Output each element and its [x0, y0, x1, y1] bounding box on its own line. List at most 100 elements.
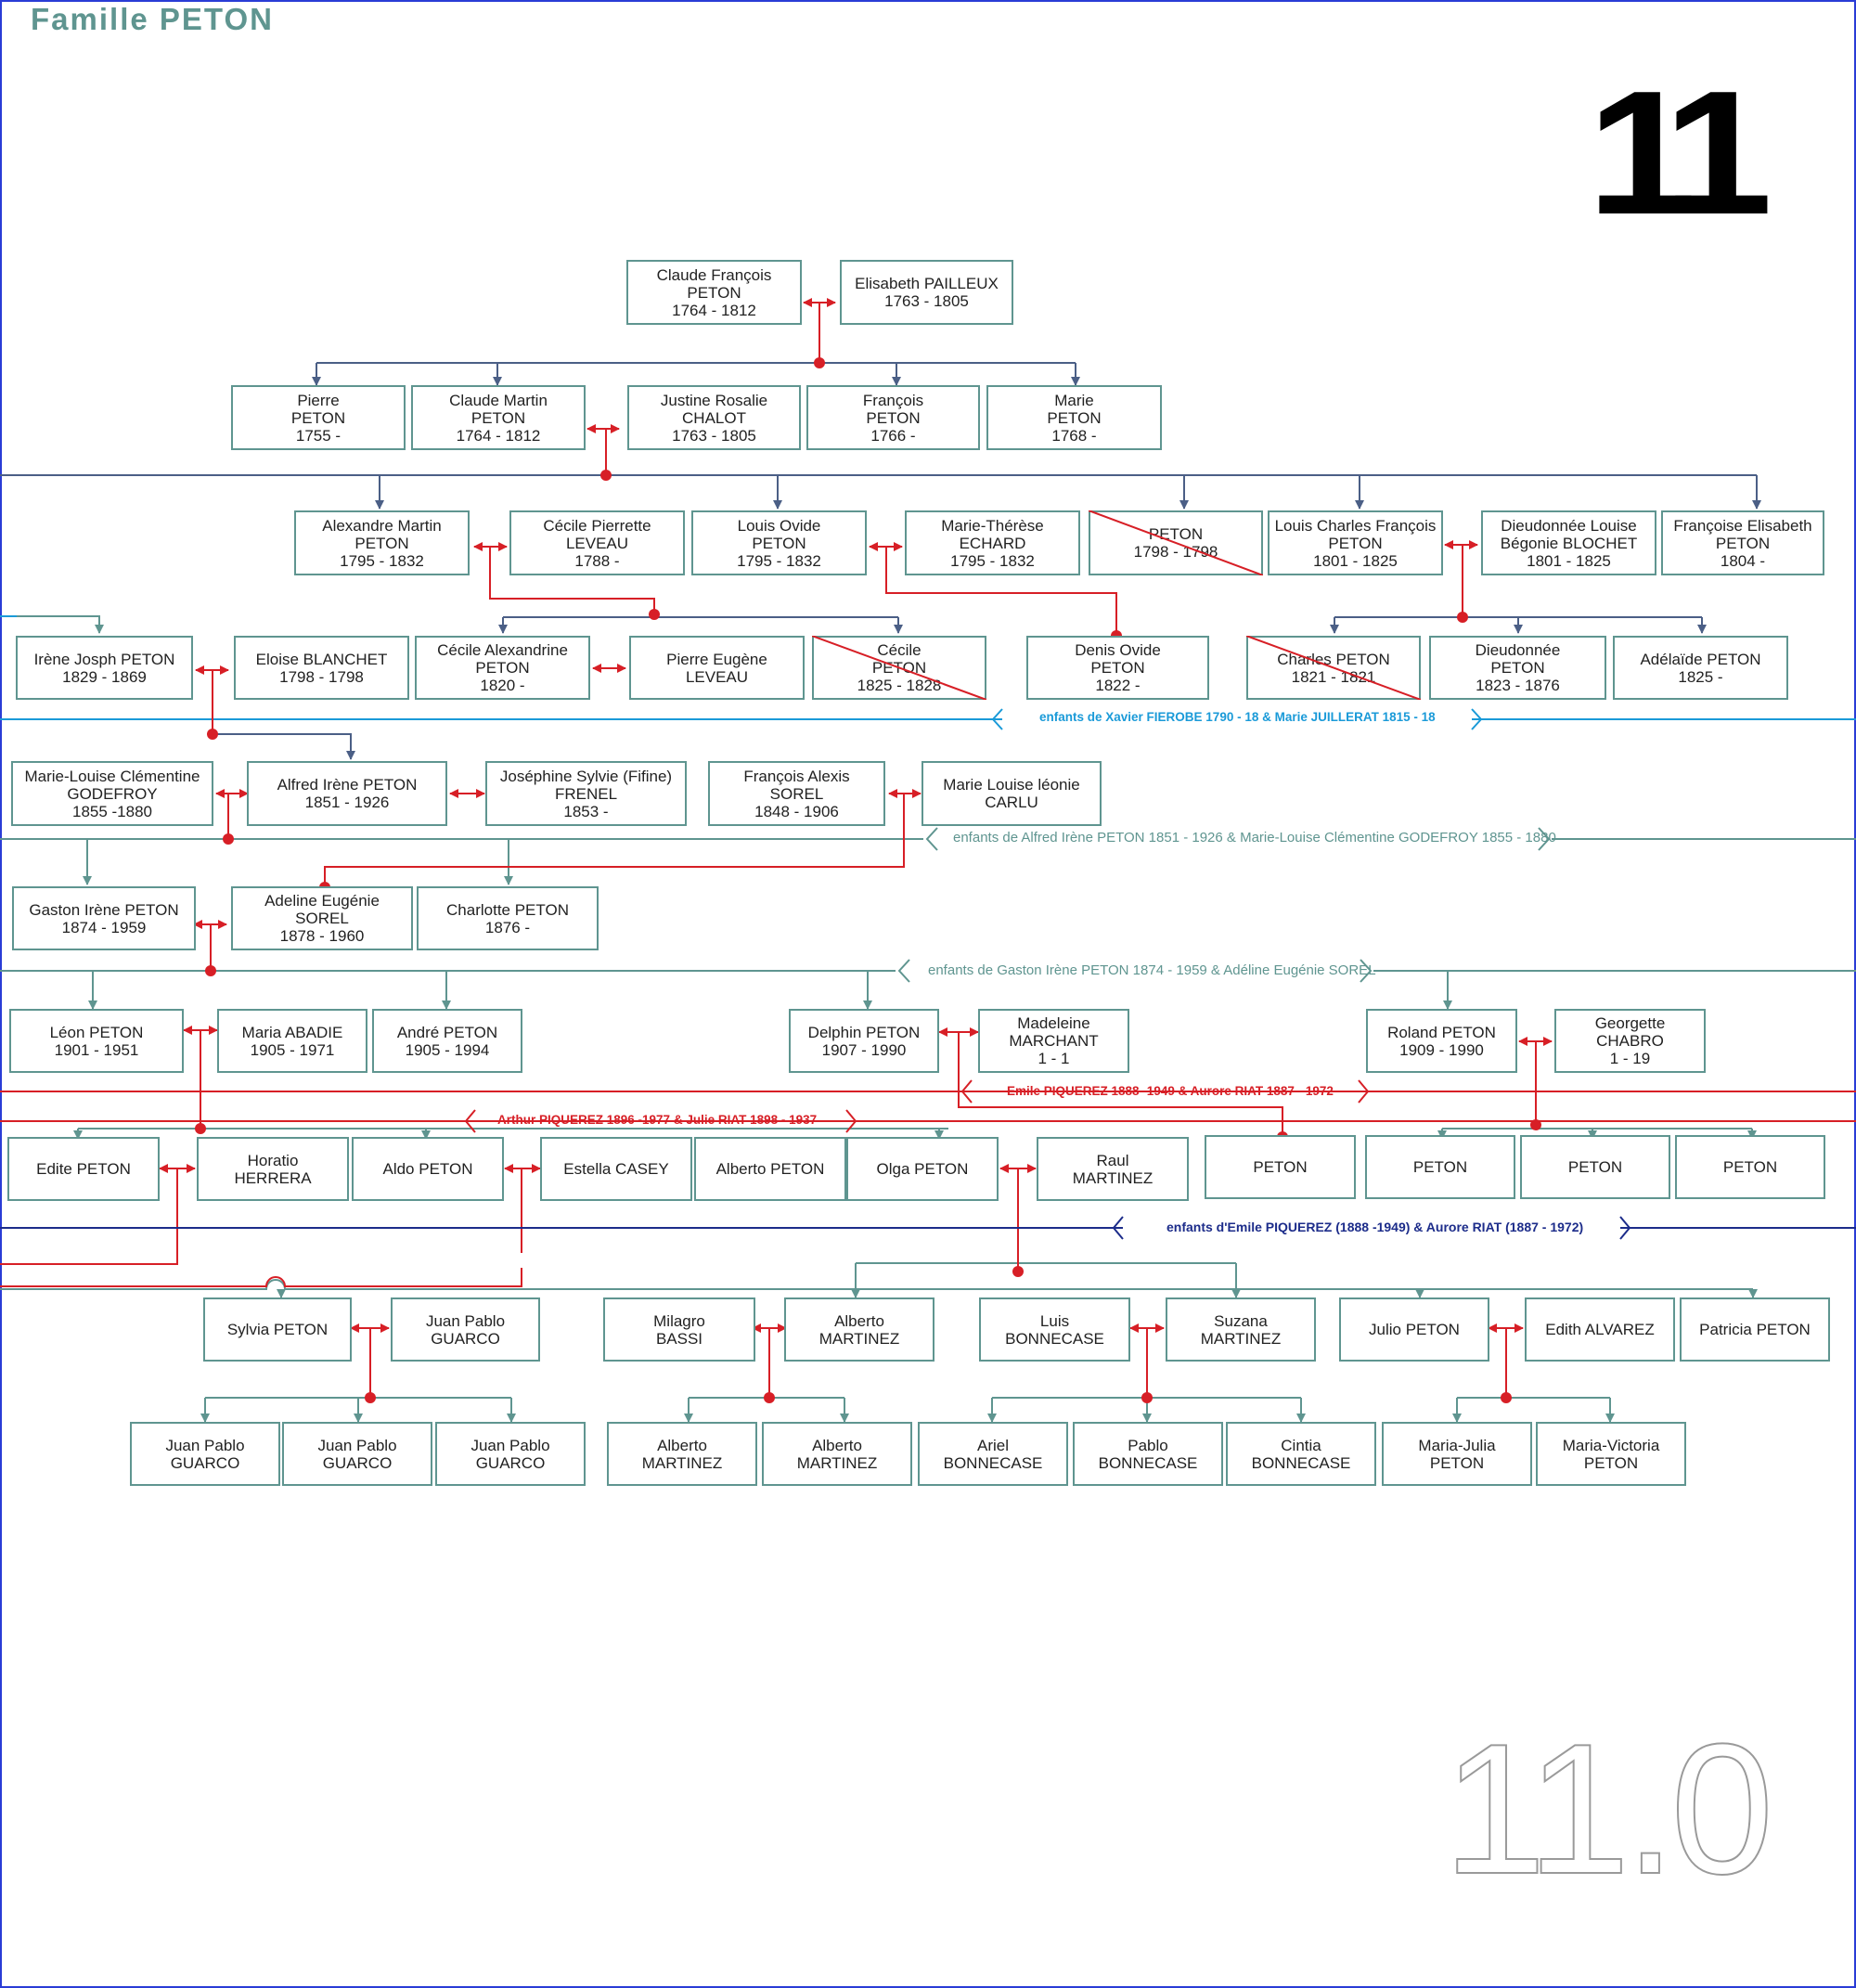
person-text-line: BONNECASE	[943, 1453, 1043, 1472]
person-text-line: Juan Pablo	[425, 1311, 506, 1330]
person-text-line: 1851 - 1926	[304, 794, 390, 811]
person-text-line: PETON	[1583, 1453, 1639, 1472]
person-text-line: Irène Josph PETON	[33, 650, 175, 668]
person-text-line: FRENEL	[554, 784, 618, 803]
person-text-line: Joséphine Sylvie (Fifine)	[499, 767, 673, 785]
person-text-line: LEVEAU	[565, 534, 629, 552]
person-text-line: Adeline Eugénie	[264, 892, 380, 910]
person-box: Julio PETON	[1339, 1297, 1489, 1362]
person-box: Sylvia PETON	[203, 1297, 352, 1362]
person-text-line: PETON	[1090, 659, 1145, 677]
person-box: Estella CASEY	[540, 1137, 692, 1201]
person-text-line: MARTINEZ	[818, 1329, 900, 1348]
person-text-line: Eloise BLANCHET	[255, 650, 388, 668]
person-text-line: MARTINEZ	[796, 1453, 878, 1472]
person-text-line: 1795 - 1832	[340, 551, 424, 570]
person-text-line: Marie Louise léonie	[943, 776, 1080, 794]
person-text-line: Maria-Victoria	[1562, 1436, 1660, 1454]
person-text-line: 1853 -	[563, 802, 609, 820]
person-text-line: PETON	[687, 283, 741, 302]
person-text-line: BONNECASE	[1251, 1453, 1351, 1472]
person-box: PETON	[1205, 1135, 1356, 1199]
person-text-line: Georgette	[1594, 1014, 1666, 1032]
person-text-line: MARTINEZ	[1072, 1168, 1154, 1187]
person-text-line: Marie-Thérèse	[941, 516, 1044, 535]
person-text-line: Louis Ovide	[737, 516, 821, 535]
person-text-line: Alberto	[657, 1436, 707, 1454]
person-text-line: GUARCO	[322, 1453, 393, 1472]
person-text-line: 1848 - 1906	[754, 802, 839, 820]
person-text-line: GUARCO	[431, 1329, 500, 1348]
person-box: Alberto PETON	[694, 1137, 846, 1201]
person-text-line: Estella CASEY	[563, 1160, 669, 1178]
person-text-line: Cécile Alexandrine	[437, 641, 568, 659]
person-text-line: 1763 - 1805	[672, 426, 756, 445]
person-text-line: Charlotte PETON	[446, 900, 569, 919]
person-text-line: Bégonie BLOCHET	[1500, 534, 1638, 552]
person-text-line: 1763 - 1805	[884, 292, 969, 310]
person-text-line: SOREL	[295, 910, 349, 927]
person-box: PETON	[1675, 1135, 1825, 1199]
person-text-line: Elisabeth PAILLEUX	[855, 275, 999, 292]
page-title: Famille PETON	[31, 2, 274, 36]
person-text-line: PETON	[866, 408, 921, 427]
person-text-line: GUARCO	[170, 1453, 240, 1472]
person-text-line: Delphin PETON	[807, 1023, 921, 1041]
person-text-line: BASSI	[655, 1329, 703, 1348]
person-text-line: Pierre	[297, 391, 340, 409]
person-text-line: Cécile Pierrette	[543, 516, 651, 535]
person-text-line: Denis Ovide	[1075, 641, 1161, 659]
person-text-line: Alberto PETON	[715, 1160, 825, 1178]
person-text-line: Françoise Elisabeth	[1673, 516, 1812, 535]
person-text-line: 1874 - 1959	[61, 918, 147, 936]
person-text-line: Madeleine	[1017, 1014, 1090, 1032]
deceased-strike-mark	[812, 636, 986, 700]
person-text-line: Roland PETON	[1387, 1023, 1496, 1041]
person-text-line: 1822 -	[1095, 677, 1141, 694]
person-text-line: 1901 - 1951	[54, 1040, 139, 1059]
person-text-line: François Alexis	[743, 767, 850, 785]
person-text-line: MARCHANT	[1009, 1032, 1099, 1050]
person-text-line: PETON	[1715, 534, 1771, 552]
person-text-line: 1766 -	[870, 426, 916, 445]
person-text-line: CARLU	[985, 794, 1038, 811]
person-text-line: PETON	[752, 534, 806, 552]
person-text-line: Juan Pablo	[165, 1436, 245, 1454]
person-text-line: François	[862, 391, 924, 409]
person-text-line: 1764 - 1812	[672, 301, 756, 319]
person-text-line: Maria-Julia	[1418, 1436, 1496, 1454]
person-text-line: PETON	[1490, 659, 1545, 677]
deceased-strike-mark	[1089, 510, 1263, 575]
person-text-line: Maria ABADIE	[241, 1023, 343, 1041]
person-text-line: MARTINEZ	[641, 1453, 723, 1472]
family-label: enfants d'Emile PIQUEREZ (1888 -1949) & …	[1166, 1220, 1584, 1234]
person-text-line: PETON	[354, 534, 409, 552]
person-text-line: Marie	[1054, 391, 1094, 409]
family-label: Emile PIQUEREZ 1888 -1949 & Aurore RIAT …	[1007, 1084, 1334, 1098]
person-text-line: Alfred Irène PETON	[277, 776, 418, 794]
